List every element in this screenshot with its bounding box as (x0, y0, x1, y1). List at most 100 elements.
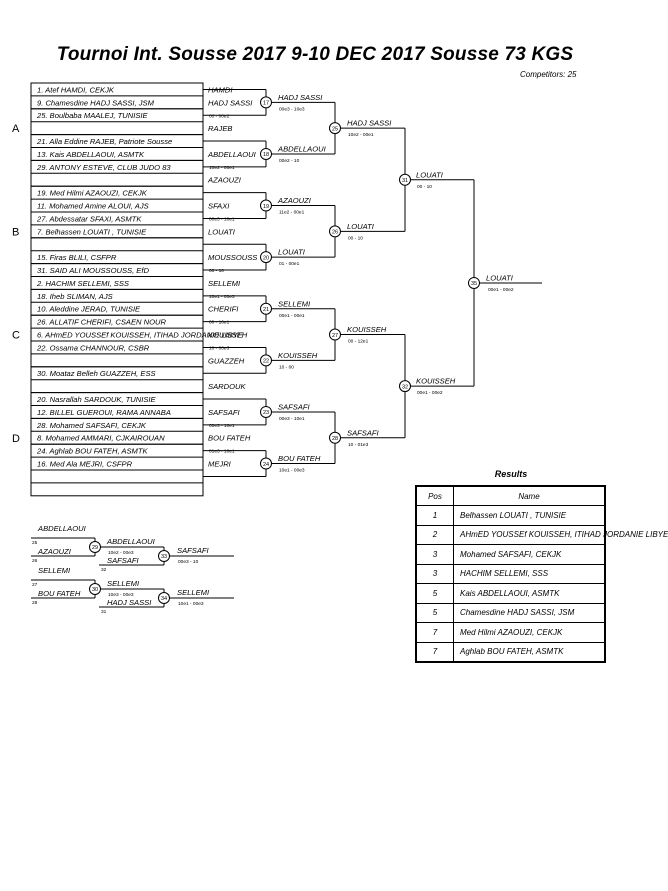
bout-29-circle (89, 541, 101, 553)
bout-score: 00 - 10 (348, 235, 363, 241)
bout-score: 01e3 - 10e1 (209, 449, 235, 455)
bout-score: 10 - 00e3 (209, 346, 230, 352)
entry-name: 18. Iheb SLIMAN, AJS (37, 292, 113, 301)
bout-31-circle (399, 173, 411, 186)
entry-name: 9. Chamesdine HADJ SASSI, JSM (37, 98, 155, 107)
final-score: 00e1 - 00e2 (488, 287, 514, 293)
repechage-source: 27 (32, 582, 38, 588)
repechage-entry: ABDELLAOUI (37, 524, 87, 533)
repechage-entry: SAFSAFI (107, 556, 140, 565)
results-name: Chamesdine HADJ SASSI, JSM (453, 602, 605, 623)
entry-name: 2. HACHIM SELLEMI, SSS (36, 279, 129, 288)
bout-score: 10e2 - 00e1 (209, 165, 235, 171)
bout-32-circle (399, 380, 411, 393)
bout-winner: AZAOUZI (207, 176, 242, 185)
bout-score: 10e1 - 00e3 (209, 294, 235, 300)
bout-winner: LOUATI (278, 248, 306, 257)
results-pos: 5 (416, 602, 454, 623)
bout-17-number: 17 (263, 101, 269, 107)
bout-winner: KOUISSEH (278, 351, 318, 360)
bout-winner: CHERIFI (208, 305, 239, 314)
bout-score: 10 - 00 (279, 364, 294, 370)
repechage-source: 25 (32, 540, 38, 546)
bout-score: 00e3 - 10 (178, 559, 199, 565)
entry-name: 16. Med Ala MEJRI, CSFPR (37, 460, 133, 469)
final-winner: LOUATI (486, 273, 514, 282)
results-name: AHmED YOUSSEf KOUISSEH, ITIHAD JORDANIE … (453, 524, 668, 545)
pool-label: D (12, 433, 20, 445)
entry-name: 10. Aleddine JERAD, TUNISIE (37, 305, 141, 314)
bout-winner: LOUATI (347, 222, 375, 231)
bout-winner: SELLEMI (278, 299, 311, 308)
bout-18-circle (260, 147, 272, 160)
bout-winner: LOUATI (208, 227, 236, 236)
entry-name: 11. Mohamed Amine ALOUI, AJS (37, 202, 149, 211)
bout-19-circle (260, 199, 272, 212)
bout-winner: GUAZZEH (208, 356, 245, 365)
entry-name: 22. Ossama CHANNOUR, CSBR (36, 343, 150, 352)
bout-winner: RAJEB (208, 124, 232, 133)
bout-score: 00e3 - 10e1 (209, 423, 235, 429)
results-pos: 7 (416, 622, 454, 642)
bout-18-number: 18 (263, 152, 269, 158)
bout-17-circle (260, 96, 272, 109)
results-pos: 3 (416, 544, 454, 564)
bout-winner: SFAXI (208, 202, 230, 211)
bout-winner: KOUISSEH (416, 377, 456, 386)
bout-winner: SAFSAFI (347, 428, 380, 437)
pool-label: B (12, 226, 19, 238)
repechage-entry: HADJ SASSI (107, 598, 152, 607)
bout-score: 10 - 01e3 (348, 442, 369, 448)
entry-name: 29. ANTONY ESTEVE, CLUB JUDO 83 (36, 163, 171, 172)
bout-score: 11e2 - 00e1 (279, 210, 305, 216)
entry-name: 7. Belhassen LOUATI , TUNISIE (37, 227, 147, 236)
bout-33-number: 33 (161, 554, 167, 560)
results-header-name: Name (453, 486, 605, 506)
bout-winner: SARDOUK (208, 382, 246, 391)
entry-name: 8. Mohamed AMMARI, CJKAIROUAN (37, 434, 165, 443)
pool-label: C (12, 330, 20, 342)
bout-score: 00 - 10e1 (209, 320, 230, 326)
bout-winner: KOUISSEH (347, 325, 387, 334)
bout-34-circle (158, 592, 170, 604)
bout-winner: BOU FATEH (278, 454, 321, 463)
bout-winner: SAFSAFI (278, 402, 311, 411)
bout-20-number: 20 (263, 255, 269, 261)
bout-winner: SAFSAFI (177, 546, 210, 555)
entry-name: 27. Abdessatar SFAXI, ASMTK (36, 214, 142, 223)
bout-28-circle (329, 431, 341, 444)
bout-winner: HADJ SASSI (208, 98, 253, 107)
entry-name: 31. SAID ALI MOUSSOUSS, EfD (37, 266, 149, 275)
results-pos: 7 (416, 641, 454, 662)
results-pos: 2 (416, 524, 454, 545)
bout-score: 00e1 - 00e2 (417, 390, 443, 396)
entry-name: 12. BILLEL GUEROUI, RAMA ANNABA (37, 408, 171, 417)
bout-22-number: 22 (263, 359, 269, 365)
bout-winner: HADJ SASSI (278, 93, 323, 102)
bout-winner: MEJRI (208, 460, 232, 469)
bout-winner: SELLEMI (107, 579, 140, 588)
bout-score: 00 - 12e1 (348, 339, 369, 345)
repechage-source: 28 (32, 600, 38, 606)
bout-score: 10e1 - 00e3 (279, 468, 305, 474)
results-name: Med Hilmi AZAOUZI, CEKJK (453, 622, 605, 642)
entry-name: 26. ALLATIF CHERIFI, CSAEN NOUR (36, 318, 166, 327)
bout-26-number: 26 (332, 230, 338, 236)
bout-winner: LOUATI (416, 170, 444, 179)
bout-score: 01 - 00e1 (279, 261, 300, 267)
entry-name: 15. Firas BLILI, CSFPR (37, 253, 117, 262)
entry-name: 24. Aghlab BOU FATEH, ASMTK (36, 447, 148, 456)
results-name: Mohamed SAFSAFI, CEKJK (453, 544, 605, 564)
bout-35-number: 35 (471, 281, 477, 287)
bout-winner: MOUSSOUSS (208, 253, 257, 262)
bout-winner: SELLEMI (208, 279, 241, 288)
bout-score: 00e3 - 10e1 (209, 217, 235, 223)
results-header-row: Pos Name (416, 486, 605, 506)
bout-22-circle (260, 354, 272, 367)
